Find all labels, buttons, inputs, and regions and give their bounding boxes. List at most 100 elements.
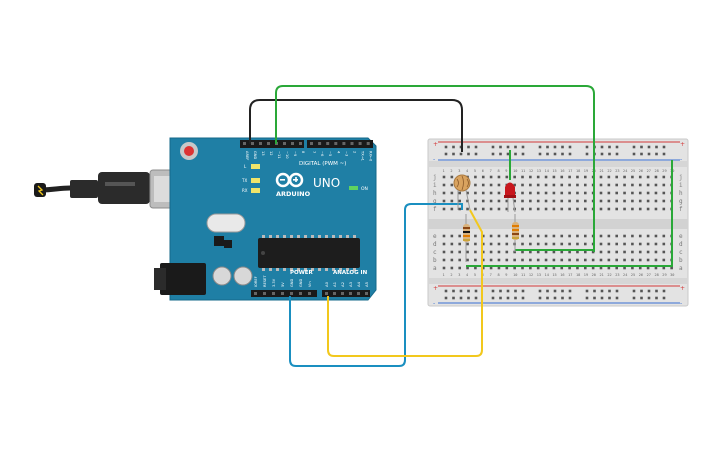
breadboard-hole[interactable]	[599, 199, 603, 203]
breadboard-hole[interactable]	[536, 191, 540, 195]
breadboard-hole[interactable]	[442, 199, 446, 203]
breadboard-hole[interactable]	[568, 289, 572, 293]
breadboard-hole[interactable]	[560, 191, 564, 195]
breadboard-hole[interactable]	[662, 242, 666, 246]
breadboard-hole[interactable]	[497, 191, 501, 195]
breadboard-hole[interactable]	[536, 266, 540, 270]
breadboard-hole[interactable]	[632, 145, 636, 149]
breadboard-hole[interactable]	[584, 199, 587, 203]
breadboard-hole[interactable]	[568, 145, 572, 149]
breadboard-hole[interactable]	[623, 258, 626, 262]
breadboard-hole[interactable]	[538, 152, 542, 156]
breadboard-hole[interactable]	[568, 258, 571, 262]
breadboard-hole[interactable]	[458, 266, 461, 270]
breadboard-hole[interactable]	[467, 152, 470, 156]
breadboard-hole[interactable]	[544, 207, 548, 211]
breadboard-hole[interactable]	[521, 258, 524, 262]
breadboard-hole[interactable]	[593, 289, 596, 293]
breadboard-hole[interactable]	[670, 266, 673, 270]
breadboard-hole[interactable]	[568, 191, 571, 195]
breadboard-hole[interactable]	[506, 152, 510, 156]
breadboard-hole[interactable]	[568, 183, 571, 187]
breadboard-hole[interactable]	[444, 296, 448, 300]
breadboard-hole[interactable]	[561, 152, 564, 156]
breadboard-hole[interactable]	[615, 175, 618, 179]
breadboard-hole[interactable]	[615, 242, 618, 246]
breadboard-hole[interactable]	[529, 199, 532, 203]
breadboard-hole[interactable]	[607, 242, 611, 246]
breadboard-hole[interactable]	[623, 207, 626, 211]
breadboard-hole[interactable]	[560, 199, 564, 203]
breadboard-hole[interactable]	[584, 183, 587, 187]
breadboard-hole[interactable]	[450, 191, 454, 195]
breadboard-hole[interactable]	[481, 242, 485, 246]
breadboard-hole[interactable]	[568, 296, 572, 300]
breadboard-hole[interactable]	[631, 183, 634, 187]
breadboard-hole[interactable]	[442, 207, 446, 211]
breadboard-hole[interactable]	[599, 183, 603, 187]
breadboard-hole[interactable]	[623, 191, 626, 195]
breadboard-hole[interactable]	[450, 207, 454, 211]
breadboard-hole[interactable]	[481, 234, 485, 238]
breadboard-hole[interactable]	[608, 145, 611, 149]
breadboard-hole[interactable]	[584, 250, 587, 254]
breadboard-hole[interactable]	[467, 145, 470, 149]
breadboard-hole[interactable]	[497, 175, 501, 179]
breadboard-hole[interactable]	[458, 191, 461, 195]
breadboard-hole[interactable]	[600, 296, 604, 300]
breadboard-hole[interactable]	[640, 145, 643, 149]
breadboard-hole[interactable]	[513, 258, 516, 262]
breadboard-hole[interactable]	[631, 175, 634, 179]
breadboard-hole[interactable]	[489, 175, 493, 179]
breadboard-hole[interactable]	[646, 199, 650, 203]
breadboard-hole[interactable]	[599, 242, 603, 246]
breadboard-hole[interactable]	[662, 258, 666, 262]
breadboard-hole[interactable]	[568, 250, 571, 254]
breadboard-hole[interactable]	[442, 234, 446, 238]
breadboard-hole[interactable]	[654, 207, 658, 211]
resistor-2[interactable]	[512, 214, 519, 252]
breadboard-hole[interactable]	[560, 266, 564, 270]
resistor-1[interactable]	[463, 214, 470, 262]
breadboard-hole[interactable]	[631, 207, 634, 211]
breadboard-hole[interactable]	[491, 289, 495, 293]
breadboard-hole[interactable]	[654, 199, 658, 203]
breadboard-hole[interactable]	[536, 207, 540, 211]
breadboard-hole[interactable]	[466, 250, 469, 254]
breadboard-hole[interactable]	[499, 145, 502, 149]
breadboard-hole[interactable]	[568, 266, 571, 270]
breadboard-hole[interactable]	[662, 250, 666, 254]
breadboard-hole[interactable]	[442, 191, 446, 195]
breadboard-hole[interactable]	[662, 145, 666, 149]
breadboard-hole[interactable]	[474, 175, 477, 179]
breadboard-hole[interactable]	[474, 207, 477, 211]
breadboard-hole[interactable]	[662, 296, 666, 300]
breadboard-hole[interactable]	[560, 234, 564, 238]
breadboard-hole[interactable]	[654, 250, 658, 254]
breadboard-hole[interactable]	[474, 199, 477, 203]
breadboard-hole[interactable]	[521, 296, 525, 300]
breadboard-hole[interactable]	[576, 191, 579, 195]
breadboard-hole[interactable]	[632, 296, 636, 300]
breadboard-hole[interactable]	[615, 183, 618, 187]
header-digital-right[interactable]	[307, 140, 373, 148]
breadboard-hole[interactable]	[529, 266, 532, 270]
breadboard-hole[interactable]	[623, 234, 626, 238]
breadboard-hole[interactable]	[553, 145, 557, 149]
breadboard-hole[interactable]	[654, 266, 658, 270]
breadboard-hole[interactable]	[646, 207, 650, 211]
breadboard-hole[interactable]	[615, 152, 619, 156]
photoresistor[interactable]	[453, 174, 471, 211]
breadboard-hole[interactable]	[546, 289, 549, 293]
breadboard-hole[interactable]	[506, 296, 510, 300]
breadboard-hole[interactable]	[662, 207, 666, 211]
breadboard-hole[interactable]	[600, 289, 604, 293]
breadboard-hole[interactable]	[585, 296, 589, 300]
breadboard-hole[interactable]	[576, 266, 579, 270]
breadboard-hole[interactable]	[458, 242, 461, 246]
breadboard-hole[interactable]	[481, 266, 485, 270]
breadboard-hole[interactable]	[450, 175, 454, 179]
breadboard-hole[interactable]	[646, 266, 650, 270]
breadboard-hole[interactable]	[646, 258, 650, 262]
